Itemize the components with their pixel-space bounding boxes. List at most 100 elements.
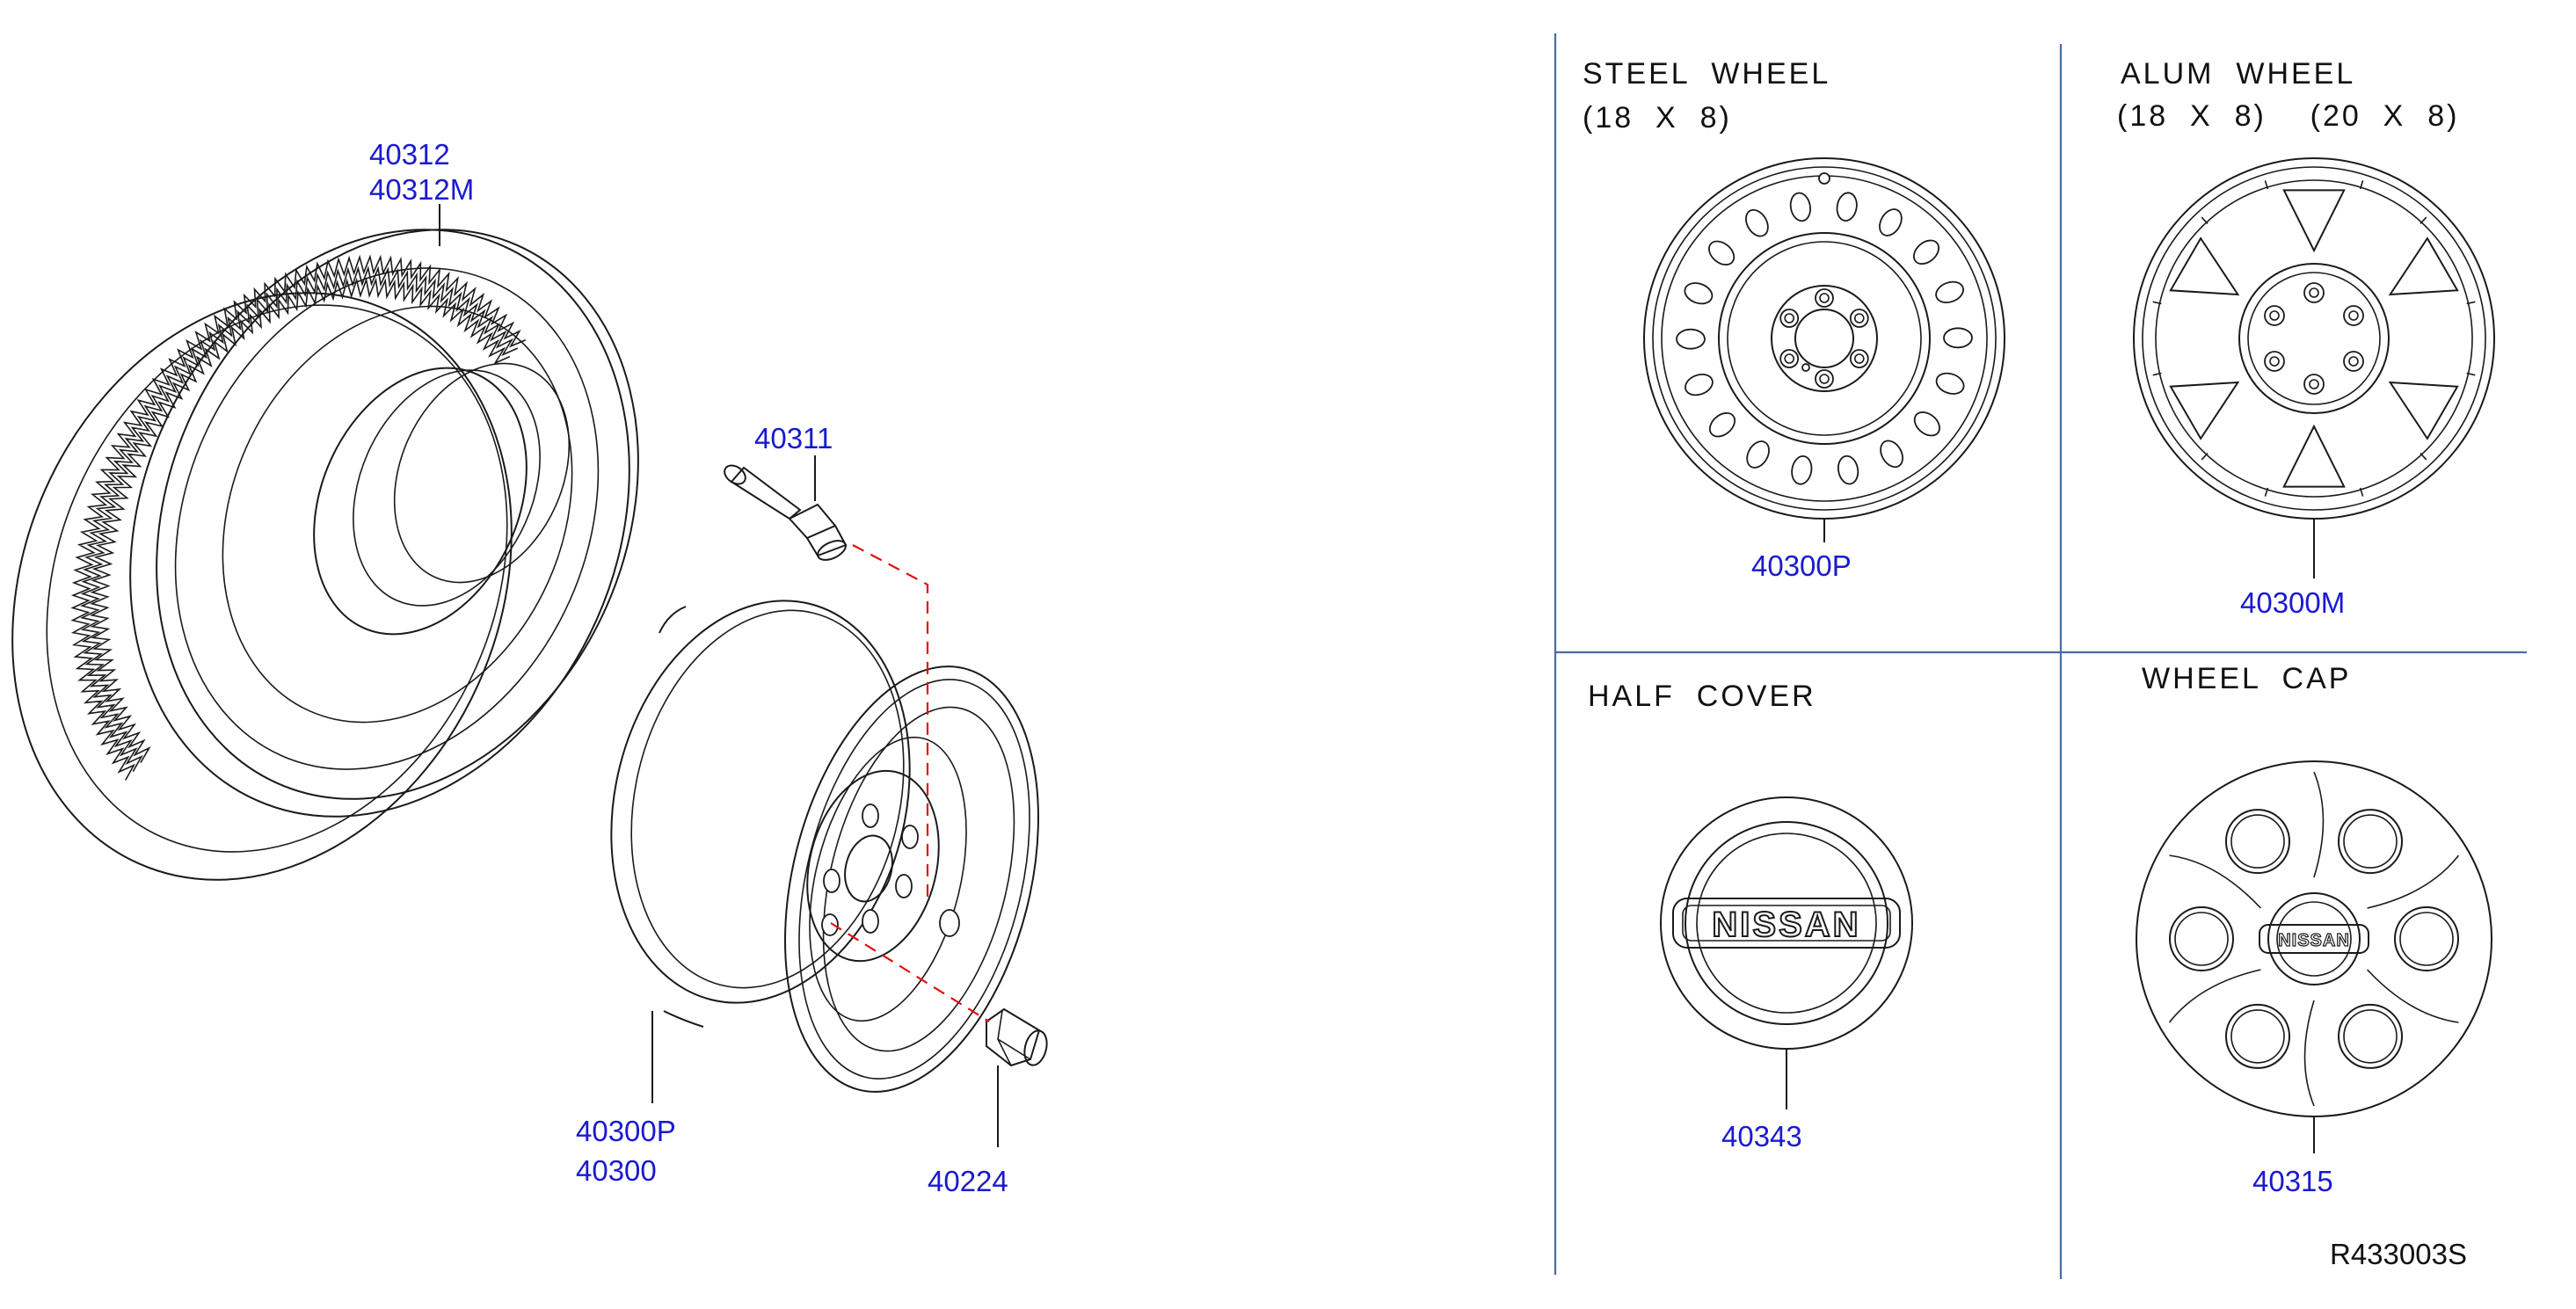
lug-hole <box>1815 288 1834 308</box>
wheel-cap-pockets <box>2168 771 2460 1107</box>
lug-hole-inner <box>1819 374 1830 384</box>
cap-rib <box>2367 969 2459 1023</box>
spoke-window <box>2169 381 2240 440</box>
alum-wheel-size: (18 X 8) (20 X 8) <box>2117 99 2459 133</box>
spoke-window <box>2388 381 2459 440</box>
cap-pocket-inner <box>2230 1009 2285 1064</box>
vent-hole <box>1879 208 1903 236</box>
lug-hole-inner <box>1854 313 1865 324</box>
cap-rib <box>2169 854 2261 909</box>
cap-rib <box>2168 969 2261 1023</box>
lug-hole <box>1849 349 1869 368</box>
cap-pocket-inner <box>2399 912 2454 966</box>
cap-pocket-inner <box>2174 912 2229 966</box>
lug-hole <box>2264 305 2285 326</box>
part-number-wheel-cap: 40315 <box>2252 1165 2333 1197</box>
tread-band <box>80 265 519 772</box>
vent-hole <box>1943 327 1973 349</box>
vent-hole <box>1746 440 1770 469</box>
vent-hole <box>1935 372 1965 395</box>
lug-hole-inner <box>2348 310 2359 321</box>
lug-hole-inner <box>2309 379 2319 389</box>
vent-hole <box>1836 192 1858 222</box>
part-number-nut: 40224 <box>928 1165 1008 1197</box>
part-number-tire-m: 40312M <box>369 173 474 206</box>
alum-wheel-lug-holes <box>2264 282 2364 395</box>
cap-pocket <box>2394 906 2459 971</box>
lug-hole-inner <box>1819 293 1830 303</box>
vent-hole <box>1676 328 1706 350</box>
part-number-alum-wheel: 40300M <box>2240 586 2345 619</box>
steel-wheel-size: (18 X 8) <box>1583 101 1732 135</box>
vent-hole <box>1708 240 1736 265</box>
cap-pocket <box>2338 1003 2403 1069</box>
valve-stem-illustration <box>724 464 848 561</box>
spoke-window <box>2388 236 2459 296</box>
steel-wheel-panel: STEEL WHEEL (18 X 8) 40300P <box>1583 57 2005 582</box>
lug-hole <box>1849 309 1869 328</box>
vent-hole <box>1880 440 1903 469</box>
part-number-tire: 40312 <box>369 138 450 171</box>
lug-hole <box>1779 349 1800 368</box>
rim-mark <box>2152 216 2209 305</box>
wheel-cap-logo-text: NISSAN <box>2278 931 2350 950</box>
cap-rib <box>2313 771 2325 878</box>
lug-hole <box>1815 369 1834 389</box>
part-number-valve: 40311 <box>754 422 833 455</box>
lug-hole <box>2303 374 2325 395</box>
lug-hole <box>2343 305 2364 326</box>
diagram-code: R433003S <box>2330 1238 2467 1270</box>
wheel-illustration <box>610 600 1039 1093</box>
lug-hole-inner <box>1784 313 1794 324</box>
cap-pocket <box>2338 809 2403 875</box>
wheel-cap-title: WHEEL CAP <box>2142 662 2351 695</box>
lug-hole-inner <box>1784 353 1794 364</box>
steel-wheel-lug-holes <box>1779 288 1869 389</box>
cap-pocket-inner <box>2230 814 2285 869</box>
wheel-cap-panel: WHEEL CAP NISSAN 40315 <box>2136 662 2492 1197</box>
tread-band <box>70 254 527 781</box>
vent-hole <box>1789 192 1811 222</box>
vent-hole <box>1935 280 1964 304</box>
vent-hole <box>1837 455 1859 485</box>
cap-rib <box>2303 1000 2315 1107</box>
vent-hole <box>1684 282 1714 305</box>
lug-hole-inner <box>2348 356 2359 367</box>
steel-wheel-title: STEEL WHEEL <box>1583 57 1830 91</box>
part-number-steel-wheel: 40300P <box>1751 549 1852 582</box>
vent-hole <box>1913 411 1940 437</box>
half-cover-title: HALF COVER <box>1588 680 1816 713</box>
cap-pocket-inner <box>2343 814 2398 869</box>
lug-hole-inner <box>2309 287 2319 298</box>
rim-mark <box>2264 180 2364 190</box>
lug-hole <box>2264 351 2285 372</box>
alum-wheel-panel: ALUM WHEEL (18 X 8) (20 X 8) 40300M <box>2117 57 2495 619</box>
cap-pocket <box>2225 809 2290 875</box>
spoke-window <box>2282 424 2346 488</box>
lug-hole-inner <box>2269 310 2280 321</box>
spoke-window <box>2282 189 2346 253</box>
vent-hole <box>1912 239 1940 265</box>
part-number-wheel: 40300 <box>576 1154 657 1187</box>
alum-wheel-spoke-windows <box>2152 180 2476 497</box>
lug-hole <box>1779 309 1800 328</box>
tread-band <box>89 277 511 764</box>
cap-pocket <box>2169 906 2234 971</box>
vent-hole <box>1745 208 1769 237</box>
spoke-window <box>2169 236 2240 296</box>
rim-mark <box>2420 372 2476 461</box>
half-cover-logo-text: NISSAN <box>1712 905 1860 944</box>
vent-hole <box>1708 411 1736 438</box>
lug-hole-inner <box>2269 356 2280 367</box>
cap-rib <box>2367 854 2460 909</box>
valve-assembly-dash <box>852 544 929 897</box>
vent-hole <box>1685 373 1714 396</box>
steel-wheel-vent-holes <box>1676 192 1973 485</box>
lug-hole <box>2303 282 2325 303</box>
rim-mark <box>2264 487 2364 497</box>
wheel-nut-illustration <box>986 1007 1048 1067</box>
part-number-half-cover: 40343 <box>1721 1120 1802 1153</box>
lug-hole <box>2343 351 2364 372</box>
alum-wheel-title: ALUM WHEEL <box>2121 57 2355 91</box>
